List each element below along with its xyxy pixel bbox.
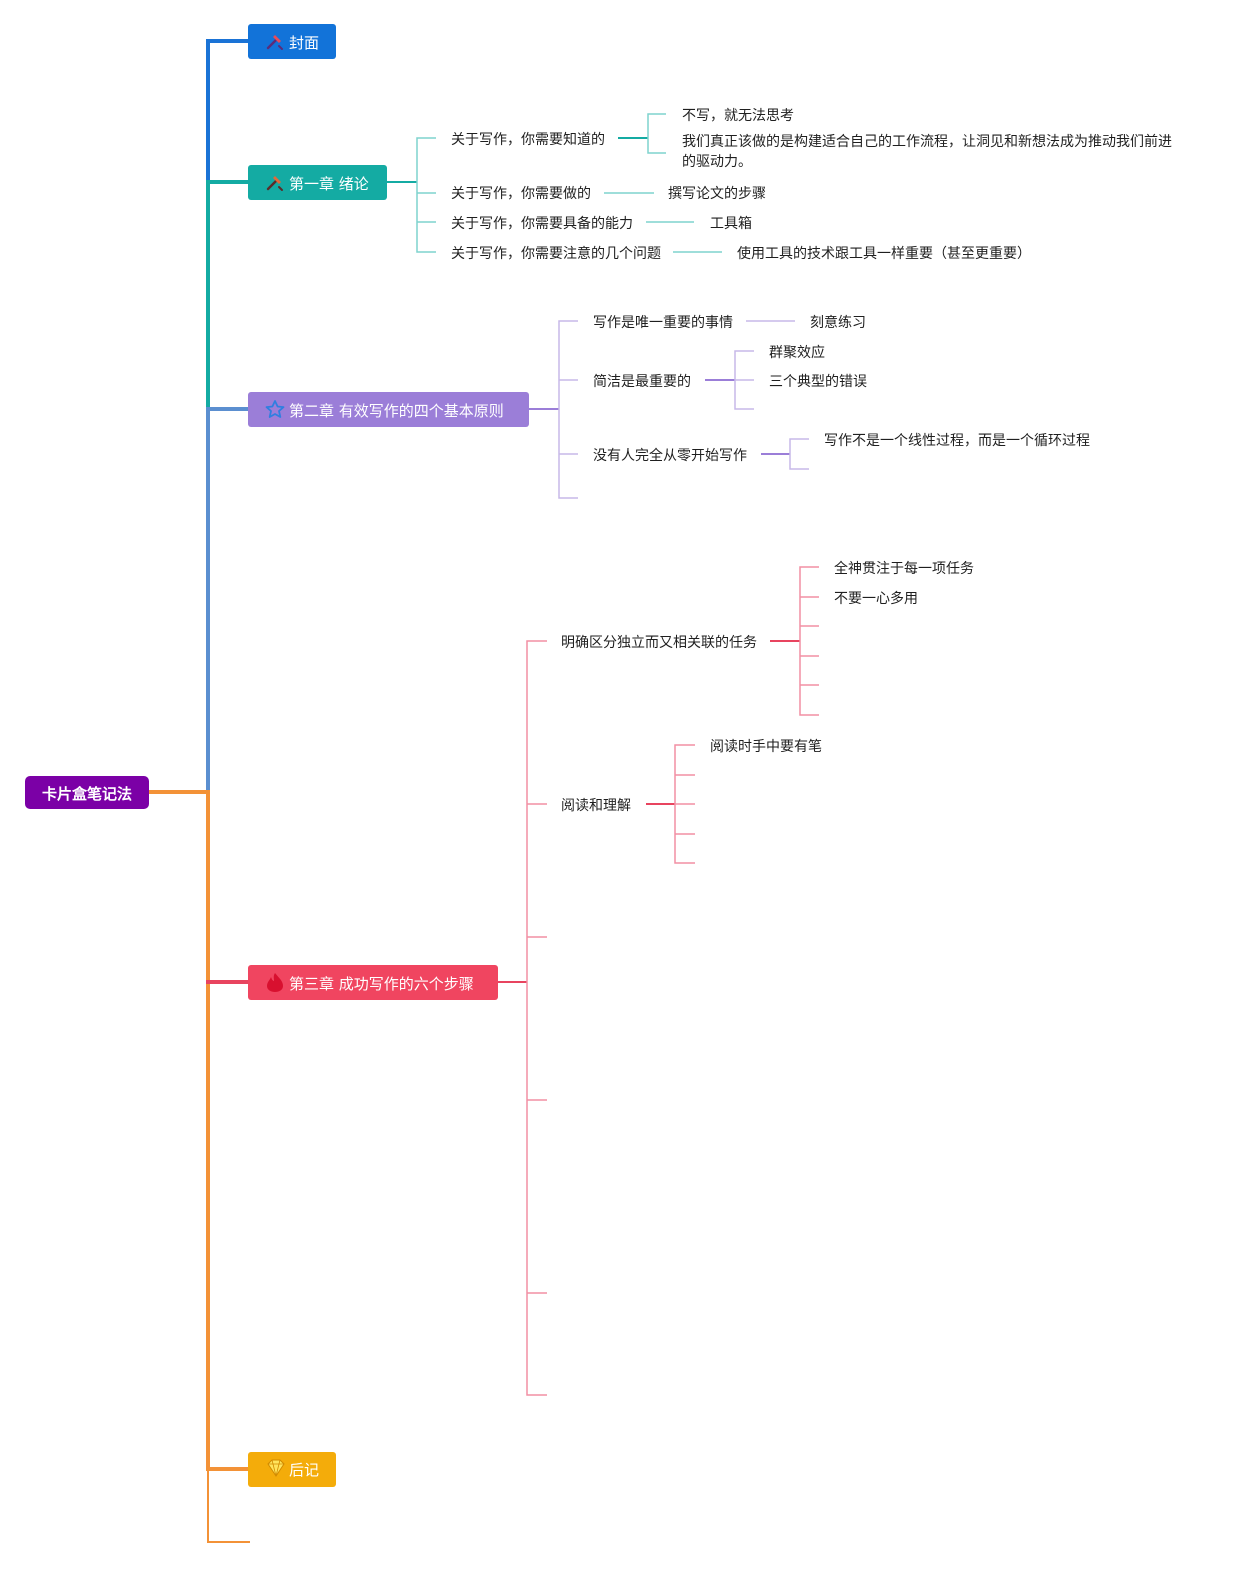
hammer-icon — [266, 35, 283, 50]
topic-ch2-only[interactable]: 写作是唯一重要的事情 — [593, 315, 733, 331]
main-connectors — [147, 39, 251, 1543]
ch3-sub-connectors — [498, 566, 819, 1396]
chapter-node-ch1[interactable]: 第一章 绪论 — [248, 165, 387, 200]
topic-ch2-simple[interactable]: 简洁是最重要的 — [593, 373, 691, 390]
topic-ch1-do[interactable]: 关于写作，你需要做的 — [451, 186, 591, 202]
ch2-topics: 写作是唯一重要的事情 简洁是最重要的 没有人完全从零开始写作 刻意练习 群聚效应… — [593, 314, 1090, 464]
topic-ch2-zero[interactable]: 没有人完全从零开始写作 — [593, 447, 747, 464]
subtopic-ch1-do-1[interactable]: 撰写论文的步骤 — [668, 186, 766, 202]
cover-connector — [206, 39, 251, 184]
chapter-label-after: 后记 — [289, 1461, 319, 1479]
chapter-label-ch3: 第三章 成功写作的六个步骤 — [289, 975, 474, 993]
subtopic-ch3-read-1[interactable]: 阅读时手中要有笔 — [710, 738, 822, 755]
chapter-box-ch2 — [248, 392, 529, 427]
chapter-label-cover: 封面 — [289, 34, 319, 52]
subtopic-ch1-know-1[interactable]: 不写，就无法思考 — [682, 108, 794, 124]
subtopic-ch2-only-1[interactable]: 刻意练习 — [810, 314, 866, 331]
fire-icon — [267, 973, 283, 992]
topic-ch1-issues[interactable]: 关于写作，你需要注意的几个问题 — [451, 245, 661, 262]
chapter-node-ch3[interactable]: 第三章 成功写作的六个步骤 — [248, 965, 498, 1000]
subtopic-ch3-tasks-2[interactable]: 不要一心多用 — [834, 590, 918, 607]
chapter-box-cover — [248, 24, 336, 59]
subtopic-ch2-simple-1[interactable]: 群聚效应 — [769, 344, 825, 361]
diamond-icon — [267, 1459, 285, 1477]
star-icon — [265, 400, 285, 418]
topic-ch1-ability[interactable]: 关于写作，你需要具备的能力 — [451, 215, 633, 232]
root-node-box — [25, 776, 149, 809]
chapter-node-after[interactable]: 后记 — [248, 1452, 336, 1487]
after-connector — [147, 790, 251, 1471]
ch1-sub-connectors — [387, 113, 722, 253]
subtopic-ch1-issues-1[interactable]: 使用工具的技术跟工具一样重要（甚至更重要） — [737, 245, 1031, 262]
chapter-box-ch3 — [248, 965, 498, 1000]
ch2-connector — [206, 407, 251, 794]
ch1-topics: 关于写作，你需要知道的 关于写作，你需要做的 关于写作，你需要具备的能力 关于写… — [451, 108, 1031, 262]
topic-ch1-know[interactable]: 关于写作，你需要知道的 — [451, 131, 605, 148]
root-node-label: 卡片盒笔记法 — [42, 785, 132, 803]
chapter-label-ch2: 第二章 有效写作的四个基本原则 — [289, 402, 504, 420]
hammer-icon — [266, 176, 283, 191]
empty-branch-connector — [207, 1468, 250, 1543]
chapter-box-after — [248, 1452, 336, 1487]
root-node[interactable]: 卡片盒笔记法 — [25, 776, 149, 809]
subtopic-ch2-zero-1[interactable]: 写作不是一个线性过程，而是一个循环过程 — [824, 433, 1090, 449]
chapter-label-ch1: 第一章 绪论 — [289, 175, 369, 193]
chapter-node-ch2[interactable]: 第二章 有效写作的四个基本原则 — [248, 392, 529, 427]
subtopic-ch2-simple-2[interactable]: 三个典型的错误 — [769, 374, 867, 390]
subtopic-ch3-tasks-1[interactable]: 全神贯注于每一项任务 — [834, 560, 974, 577]
subtopic-ch1-ability-1[interactable]: 工具箱 — [710, 216, 752, 232]
chapter-box-ch1 — [248, 165, 387, 200]
topic-ch3-tasks[interactable]: 明确区分独立而又相关联的任务 — [561, 635, 757, 651]
topic-ch3-read[interactable]: 阅读和理解 — [561, 797, 631, 814]
ch2-sub-connectors — [529, 320, 809, 499]
ch3-topics: 明确区分独立而又相关联的任务 阅读和理解 全神贯注于每一项任务 不要一心多用 阅… — [561, 560, 974, 814]
ch1-connector — [206, 180, 251, 411]
chapter-node-cover[interactable]: 封面 — [248, 24, 336, 59]
subtopic-ch1-know-2[interactable]: 我们真正该做的是构建适合自己的工作流程，让洞见和新想法成为推动我们前进的驱动力。 — [682, 134, 1172, 170]
